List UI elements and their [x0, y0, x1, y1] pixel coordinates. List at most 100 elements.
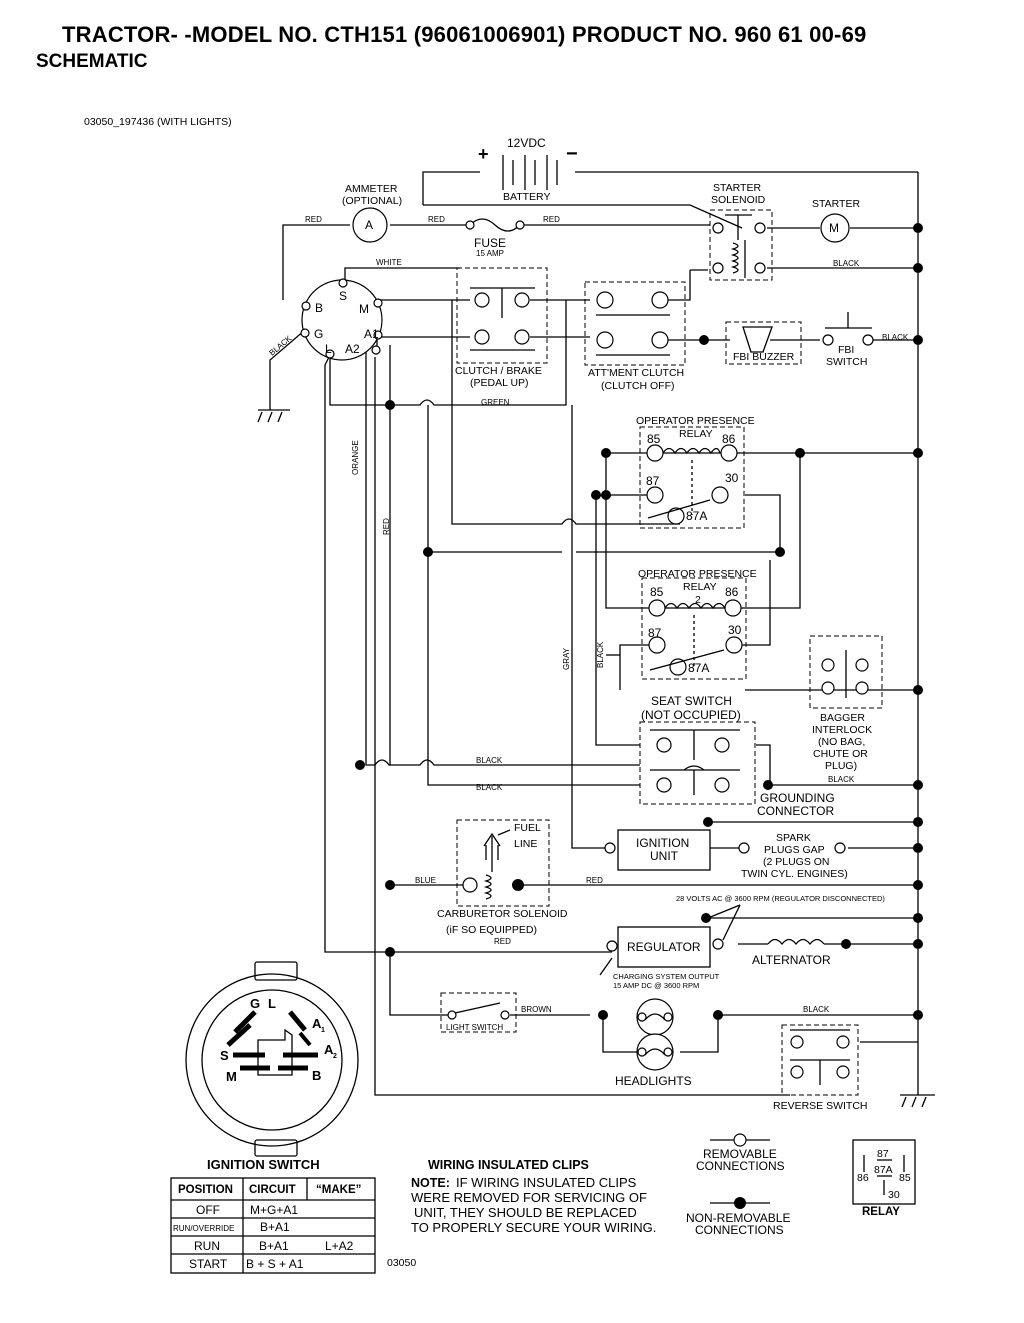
- legend-removable-sub: CONNECTIONS: [696, 1159, 785, 1173]
- relay2-label: OPERATOR PRESENCE: [638, 568, 757, 580]
- note-line: UNIT, THEY SHOULD BE REPLACED: [414, 1205, 637, 1220]
- seat-switch-label: SEAT SWITCH: [651, 694, 732, 708]
- carburetor-sublabel: (iF SO EQUIPPED): [446, 924, 537, 936]
- relay2-sublabel: RELAY: [683, 581, 717, 593]
- wire-label-black: BLACK: [476, 783, 503, 792]
- fbi-buzzer-label: FBI BUZZER: [733, 351, 795, 363]
- wire-label-black: BLACK: [828, 775, 855, 784]
- battery-voltage: 12VDC: [507, 136, 546, 150]
- fbi-buzzer: FBI BUZZER: [725, 321, 802, 365]
- legend-nonremovable: NON-REMOVABLE: [686, 1211, 790, 1225]
- ammeter-sublabel: (OPTIONAL): [342, 195, 402, 207]
- ammeter-symbol: A: [365, 218, 373, 232]
- wire-label-black: BLACK: [268, 333, 294, 357]
- headlights-label: HEADLIGHTS: [615, 1074, 692, 1088]
- face-l: L: [268, 996, 276, 1011]
- fuse: FUSE 15 AMP: [465, 218, 525, 258]
- relay1-30: 30: [725, 471, 739, 485]
- grounding-connector: GROUNDING CONNECTOR: [757, 791, 835, 818]
- wire-label-red: RED: [494, 937, 511, 946]
- face-a1: A: [312, 1016, 322, 1031]
- regulator-label: REGULATOR: [627, 940, 701, 954]
- non-removable-connection-icon: [734, 1197, 746, 1209]
- relay1-label: OPERATOR PRESENCE: [636, 415, 755, 427]
- note-line: IF WIRING INSULATED CLIPS: [456, 1175, 637, 1190]
- grounding-label: GROUNDING: [760, 791, 835, 805]
- ignition-unit-sublabel: UNIT: [650, 849, 679, 863]
- table-row-circuit: B + S + A1: [246, 1257, 304, 1271]
- bagger-note-3: PLUG): [825, 760, 857, 772]
- relay-legend-85: 85: [899, 1172, 911, 1184]
- fuse-label: FUSE: [474, 236, 506, 250]
- light-switch: LIGHT SWITCH BROWN BLACK: [440, 992, 830, 1033]
- face-a1-subscript: 1: [321, 1027, 325, 1034]
- face-b: B: [312, 1068, 321, 1083]
- spark-plugs-note-2: TWIN CYL. ENGINES): [741, 868, 848, 880]
- clutch-brake-sublabel: (PEDAL UP): [470, 377, 529, 389]
- terminal-l: L: [325, 342, 332, 356]
- relay2-87a: 87A: [688, 661, 709, 675]
- wire-label-red: RED: [543, 215, 560, 224]
- bagger-sublabel: INTERLOCK: [812, 724, 872, 736]
- spark-plugs-label: SPARK: [776, 832, 811, 844]
- reverse-switch: REVERSE SWITCH: [773, 1024, 868, 1112]
- relay-legend: 87 87A 86 85 30 RELAY: [852, 1139, 916, 1218]
- note-label: NOTE:: [411, 1176, 450, 1190]
- charging-output-label: CHARGING SYSTEM OUTPUT: [613, 972, 720, 981]
- spark-plugs: SPARK PLUGS GAP (2 PLUGS ON TWIN CYL. EN…: [738, 832, 848, 880]
- ignition-switch-face: G L A 1 A 2 S M B: [185, 961, 359, 1157]
- face-m: M: [226, 1069, 237, 1084]
- starter-solenoid: STARTER SOLENOID: [709, 182, 773, 281]
- relay2-30: 30: [728, 623, 742, 637]
- fuel-line-label: FUEL: [514, 822, 541, 834]
- grounding-sublabel: CONNECTOR: [757, 804, 834, 818]
- charging-output-value: 15 AMP DC @ 3600 RPM: [613, 981, 699, 990]
- wiring-clips-note: WIRING INSULATED CLIPS NOTE: IF WIRING I…: [411, 1158, 656, 1235]
- column-position: POSITION: [178, 1184, 233, 1196]
- page-subtitle: SCHEMATIC: [36, 51, 148, 72]
- relay1-85: 85: [647, 432, 661, 446]
- alternator: ALTERNATOR: [752, 938, 831, 967]
- battery: 12VDC + − BATTERY: [478, 136, 578, 203]
- relay-legend-86: 86: [857, 1172, 869, 1184]
- face-s: S: [220, 1048, 229, 1063]
- relay-legend-30: 30: [888, 1189, 900, 1201]
- column-circuit: CIRCUIT: [249, 1184, 296, 1196]
- relay1-87a: 87A: [686, 509, 707, 523]
- relay1-87: 87: [646, 474, 660, 488]
- wire-label-brown: BROWN: [521, 1005, 552, 1014]
- wire-label-black: BLACK: [476, 756, 503, 765]
- note-line: TO PROPERLY SECURE YOUR WIRING.: [411, 1220, 656, 1235]
- battery-plus: +: [478, 144, 489, 164]
- wire-label-green: GREEN: [481, 398, 510, 407]
- starter-motor: M STARTER BLACK: [812, 198, 860, 268]
- table-row-make: L+A2: [325, 1239, 354, 1253]
- wire-label-red: RED: [428, 215, 445, 224]
- regulator: REGULATOR 28 VOLTS AC @ 3600 RPM (REGULA…: [599, 894, 885, 990]
- terminal-s: S: [339, 289, 347, 303]
- bagger-note-1: (NO BAG,: [818, 736, 865, 748]
- reverse-switch-label: REVERSE SWITCH: [773, 1100, 868, 1112]
- operator-presence-relay-2: OPERATOR PRESENCE RELAY 2 85 86 87 30 87…: [562, 568, 757, 680]
- relay-legend-87a: 87A: [874, 1164, 893, 1176]
- alternator-voltage-note: 28 VOLTS AC @ 3600 RPM (REGULATOR DISCON…: [676, 894, 885, 903]
- attachment-clutch-label: ATT'MENT CLUTCH: [588, 367, 684, 379]
- starter-label: STARTER: [812, 198, 860, 210]
- wire-label-black: BLACK: [882, 333, 909, 342]
- connections-legend: REMOVABLE CONNECTIONS NON-REMOVABLE CONN…: [686, 1133, 790, 1237]
- junction-dots: [355, 223, 923, 1020]
- ignition-unit-label: IGNITION: [636, 836, 689, 850]
- wire-label-red: RED: [305, 215, 322, 224]
- wire-label-blue: BLUE: [415, 876, 436, 885]
- terminal-a1: A1: [364, 327, 379, 341]
- carburetor-label: CARBURETOR SOLENOID: [437, 908, 568, 920]
- clutch-brake-label: CLUTCH / BRAKE: [455, 365, 542, 377]
- attachment-clutch-sublabel: (CLUTCH OFF): [601, 380, 675, 392]
- relay2-85: 85: [650, 585, 664, 599]
- headlights: HEADLIGHTS: [615, 998, 692, 1088]
- table-row-position: START: [189, 1257, 228, 1271]
- table-row-position: OFF: [196, 1203, 220, 1217]
- diagram-id: 03050_197436 (WITH LIGHTS): [84, 116, 232, 128]
- fbi-switch: FBI SWITCH BLACK: [822, 312, 909, 368]
